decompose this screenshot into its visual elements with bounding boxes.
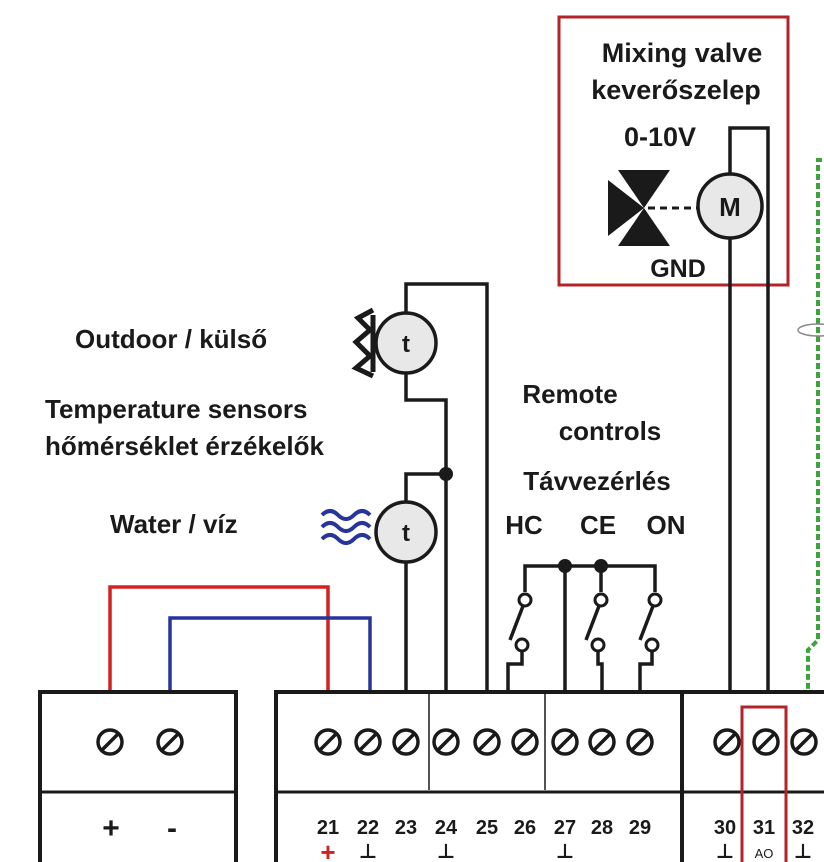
terminal-30: 30 <box>714 817 736 839</box>
hc-switch <box>506 592 533 700</box>
ce-label: CE <box>580 510 616 540</box>
mixing-valve-highlight <box>557 15 790 287</box>
screw-21 <box>314 728 342 756</box>
terminal-29: 29 <box>629 817 651 839</box>
power-plus-label: + <box>102 812 120 845</box>
terminal-23: 23 <box>395 817 417 839</box>
terminal-27-ground-mark: ⊥ <box>556 839 574 862</box>
outdoor-sensor: t <box>374 311 438 375</box>
outdoor-label: Outdoor / külső <box>75 324 267 354</box>
terminal-21-plus-mark: + <box>320 837 335 862</box>
screw-30 <box>713 728 741 756</box>
screw-24 <box>432 728 460 756</box>
terminal-32-ground-mark: ⊥ <box>794 839 812 862</box>
screw-23 <box>392 728 420 756</box>
negative-wire <box>168 616 372 700</box>
temp-sensors-label-en: Temperature sensors <box>45 394 308 424</box>
outdoor-sensor-icon <box>351 307 376 379</box>
terminal-25: 25 <box>476 817 498 839</box>
water-label: Water / víz <box>110 509 238 539</box>
mixing-valve-title-en: Mixing valve <box>602 38 763 68</box>
temp-sensors-label-hu: hőmérséklet érzékelők <box>45 431 324 461</box>
remote-common-bus <box>523 564 657 592</box>
mixing-valve-title-hu: keverőszelep <box>591 75 761 105</box>
motor-wire-signal <box>728 126 770 700</box>
screw-22 <box>354 728 382 756</box>
water-sensor-wire-common <box>404 472 446 502</box>
terminal-22: 22 <box>357 817 379 839</box>
motor-label: M <box>719 192 741 222</box>
remote-label-hu: Távvezérlés <box>523 466 670 496</box>
pcb-trace <box>797 158 824 690</box>
remote-controls: Remote controls Távvezérlés HC CE ON <box>505 379 686 700</box>
terminal-22-ground-mark: ⊥ <box>359 839 377 862</box>
motor-symbol: M <box>696 172 764 240</box>
ce-switch <box>584 592 609 700</box>
voltage-label: 0-10V <box>624 122 696 152</box>
outdoor-sensor-wire-return <box>404 282 489 700</box>
screw-32 <box>790 728 818 756</box>
remote-label-1: Remote <box>522 379 617 409</box>
terminal-24: 24 <box>435 817 458 839</box>
hc-label: HC <box>505 510 543 540</box>
gnd-label: GND <box>650 255 706 283</box>
screw-28 <box>588 728 616 756</box>
terminal-21: 21 <box>317 817 339 839</box>
remote-label-2: controls <box>559 416 662 446</box>
on-label: ON <box>647 510 686 540</box>
water-waves-icon <box>320 509 372 545</box>
terminal-32: 32 <box>792 817 814 839</box>
on-switch <box>638 592 663 700</box>
power-terminal-block: + - <box>38 690 238 862</box>
temperature-sensors: Outdoor / külső Temperature sensors hőmé… <box>45 282 489 700</box>
water-sensor-t: t <box>402 520 410 547</box>
outdoor-sensor-t: t <box>402 331 410 358</box>
screw-27 <box>551 728 579 756</box>
power-screw-plus <box>96 728 124 756</box>
main-terminal-block: 21 22 23 24 25 26 27 28 29 30 31 32 + ⊥ … <box>274 690 824 862</box>
positive-wire <box>108 585 330 700</box>
terminal-28: 28 <box>591 817 613 839</box>
screw-31 <box>752 728 780 756</box>
remote-junction-1 <box>558 559 572 573</box>
screw-29 <box>626 728 654 756</box>
terminal-31-highlight <box>740 705 788 862</box>
terminal-26: 26 <box>514 817 536 839</box>
terminal-30-ground-mark: ⊥ <box>716 839 734 862</box>
terminal-31-ao-mark: AO <box>755 846 774 861</box>
terminal-24-ground-mark: ⊥ <box>437 839 455 862</box>
valve-symbol <box>608 170 700 246</box>
terminal-27: 27 <box>554 817 576 839</box>
power-minus-label: - <box>167 812 177 845</box>
junction-dot <box>439 467 453 481</box>
mixing-valve-block: Mixing valve keverőszelep 0-10V GND M <box>557 15 790 700</box>
power-screw-minus <box>156 728 184 756</box>
water-sensor: t <box>374 500 438 564</box>
screw-26 <box>511 728 539 756</box>
outdoor-sensor-wire-common <box>404 372 448 700</box>
terminal-31: 31 <box>753 817 775 839</box>
screw-25 <box>473 728 501 756</box>
